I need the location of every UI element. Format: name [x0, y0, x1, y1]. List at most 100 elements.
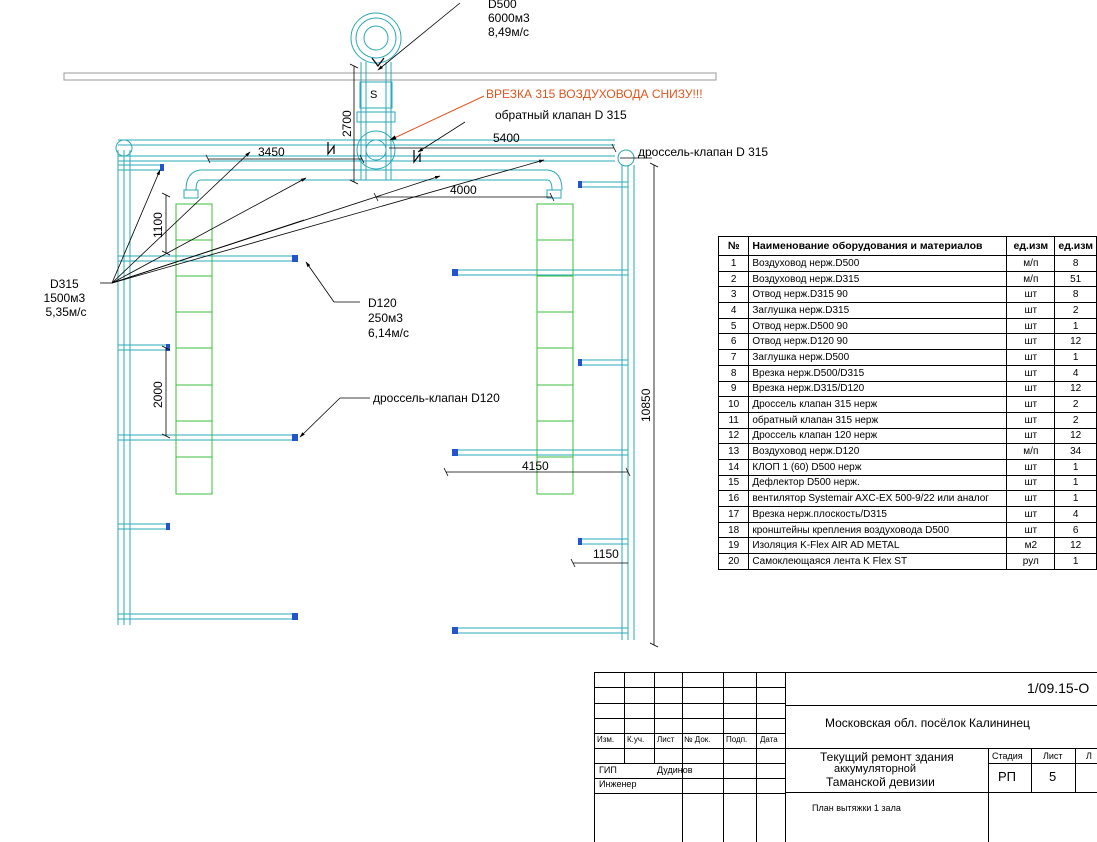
spec-cell-unit: м/п: [1006, 270, 1056, 288]
throttle-d315-label: дроссель-клапан D 315: [638, 145, 768, 159]
d315-main-duct: [115, 139, 635, 640]
spec-cell-qty: 1: [1054, 349, 1097, 366]
spec-cell-name: Заглушка нерж.D500: [748, 349, 1008, 366]
spec-cell-name: Врезка нерж.плоскость/D315: [748, 506, 1008, 523]
dim-1100: 1100: [151, 212, 165, 238]
spec-cell-unit: шт: [1006, 396, 1056, 413]
spec-cell-no: 8: [717, 364, 750, 382]
grille-column-right: [536, 203, 574, 495]
dim-4000: 4000: [450, 183, 477, 197]
throttle-d120-label: дроссель-клапан D120: [373, 391, 500, 405]
spec-cell-name: Врезка нерж.D315/D120: [748, 380, 1008, 398]
spec-cell-unit: м/п: [1006, 443, 1056, 460]
spec-cell-unit: шт: [1006, 506, 1056, 523]
col-name: Наименование оборудования и материалов: [748, 236, 1008, 256]
spec-cell-name: Отвод нерж.D120 90: [748, 333, 1008, 351]
spec-cell-name: Дроссель клапан 315 нерж: [748, 396, 1008, 413]
tb-col-podp-visible: Подп.: [726, 735, 748, 744]
tb-col-doc: № Док.: [684, 735, 711, 744]
spec-cell-name: Воздуховод нерж.D500: [748, 255, 1008, 272]
spec-cell-no: 4: [717, 302, 750, 319]
grille-column-left: [175, 203, 213, 495]
wall-strip: [63, 72, 717, 81]
spec-cell-unit: шт: [1006, 364, 1056, 382]
spec-cell-no: 18: [717, 521, 750, 539]
spec-cell-name: Воздуховод нерж.D120: [748, 443, 1008, 460]
spec-header-row: № Наименование оборудования и материалов…: [717, 236, 1097, 256]
tb-sheet-label: Лист: [1043, 751, 1063, 761]
spec-cell-no: 7: [717, 349, 750, 366]
d120-damper-fittings: [160, 164, 582, 634]
spec-cell-no: 3: [717, 286, 750, 304]
spec-cell-unit: шт: [1006, 333, 1056, 351]
spec-cell-no: 20: [717, 553, 750, 570]
dim-10850: 10850: [639, 388, 653, 422]
spec-cell-qty: 8: [1054, 286, 1097, 304]
tb-col-kuch: К.уч.: [627, 735, 645, 744]
spec-cell-qty: 6: [1054, 521, 1097, 539]
dimension-lines: [161, 63, 659, 648]
spec-cell-unit: шт: [1006, 521, 1056, 539]
tb-code: 1/09.15-О: [1027, 680, 1090, 696]
spec-cell-qty: 1: [1054, 458, 1097, 476]
spec-cell-qty: 12: [1054, 333, 1097, 351]
spec-cell-unit: шт: [1006, 317, 1056, 335]
dim-2700: 2700: [340, 110, 354, 137]
d500-label: D500 6000м3 8,49м/с: [488, 0, 533, 39]
col-no: №: [717, 236, 750, 256]
spec-cell-unit: шт: [1006, 380, 1056, 398]
spec-cell-no: 1: [717, 255, 750, 272]
cut-in-leader: [389, 95, 485, 141]
dim-5400: 5400: [493, 131, 520, 145]
spec-cell-qty: 1: [1054, 317, 1097, 335]
spec-cell-no: 6: [717, 333, 750, 351]
spec-cell-no: 16: [717, 490, 750, 507]
leader-lines: [100, 2, 652, 438]
col-qty: ед.изм: [1054, 236, 1097, 256]
dim-1150: 1150: [593, 547, 619, 561]
spec-cell-qty: 12: [1054, 380, 1097, 398]
tb-col-list: Лист: [657, 735, 675, 744]
spec-cell-unit: шт: [1006, 286, 1056, 304]
spec-cell-qty: 34: [1054, 443, 1097, 460]
tb-drawing-title: План вытяжки 1 зала: [812, 803, 901, 813]
spec-cell-qty: 4: [1054, 364, 1097, 382]
d120-branches-right: [455, 181, 628, 634]
tb-col-izm: Изм.: [597, 735, 615, 744]
spec-cell-qty: 1: [1054, 474, 1097, 492]
tb-location: Московская обл. посёлок Калининец: [825, 716, 1030, 730]
spec-cell-name: Изоляция K-Flex AIR AD METAL: [748, 537, 1008, 555]
dim-4150: 4150: [522, 459, 549, 473]
spec-cell-name: Отвод нерж.D315 90: [748, 286, 1008, 304]
spec-cell-unit: шт: [1006, 427, 1056, 445]
spec-cell-name: Заглушка нерж.D315: [748, 302, 1008, 319]
spec-cell-name: Воздуховод нерж.D315: [748, 270, 1008, 288]
spec-cell-qty: 12: [1054, 427, 1097, 445]
spec-cell-qty: 2: [1054, 302, 1097, 319]
dim-3450: 3450: [258, 145, 285, 159]
spec-cell-no: 12: [717, 427, 750, 445]
spec-cell-qty: 12: [1054, 537, 1097, 555]
tb-col-date: Дата: [760, 735, 778, 744]
spec-cell-no: 11: [717, 411, 750, 429]
tb-project-3: Таманской девизии: [826, 775, 935, 789]
spec-cell-qty: 2: [1054, 396, 1097, 413]
d120-branch-label: D120 250м3 6,14м/с: [368, 296, 409, 340]
spec-cell-qty: 2: [1054, 411, 1097, 429]
tb-stage-label: Стадия: [992, 751, 1023, 761]
tb-sheets-label: Л: [1086, 751, 1092, 761]
spec-cell-no: 15: [717, 474, 750, 492]
spec-cell-no: 5: [717, 317, 750, 335]
ventilation-plan-drawing: S: [44, 0, 768, 648]
spec-cell-name: вентилятор Systemair AXC-EX 500-9/22 или…: [748, 490, 1008, 507]
